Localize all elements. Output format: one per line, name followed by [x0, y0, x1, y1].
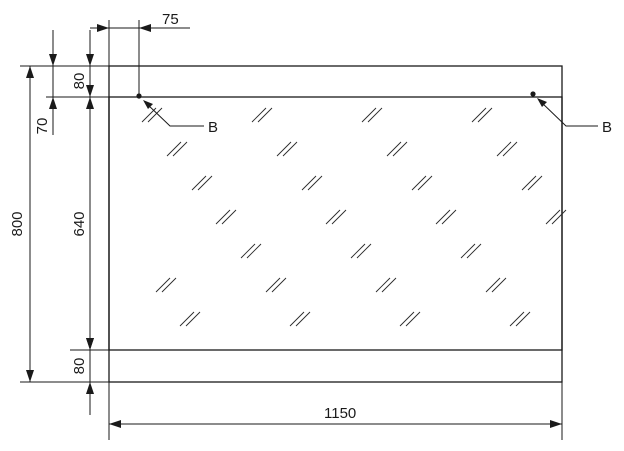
hatch-stroke — [411, 175, 427, 191]
hatch-stroke — [289, 311, 305, 327]
hatch-stroke — [166, 141, 182, 157]
hatch-stroke — [240, 243, 256, 259]
dim-offset-horizontal: 75 — [162, 11, 179, 28]
hatch-stroke — [282, 141, 298, 157]
hatch-stroke — [435, 209, 451, 225]
hatch-stroke — [197, 175, 213, 191]
hatch-stroke — [185, 311, 201, 327]
hatch-stroke — [399, 311, 415, 327]
hatch-stroke — [265, 277, 281, 293]
hatch-stroke — [386, 141, 402, 157]
hatch-stroke — [325, 209, 341, 225]
hatch-stroke — [179, 311, 195, 327]
hatch-stroke — [361, 107, 377, 123]
hatch-stroke — [466, 243, 482, 259]
hatch-stroke — [515, 311, 531, 327]
hatch-stroke — [551, 209, 567, 225]
hatch-stroke — [485, 277, 501, 293]
callout-label-right: B — [602, 119, 612, 136]
hatch-stroke — [417, 175, 433, 191]
hatch-stroke — [477, 107, 493, 123]
hatch-stroke — [246, 243, 262, 259]
hatch-stroke — [215, 209, 231, 225]
hatch-stroke — [161, 277, 177, 293]
glass-pane — [108, 96, 563, 351]
dim-top-band: 80 — [71, 73, 88, 90]
hatch-stroke — [471, 107, 487, 123]
hatch-stroke — [356, 243, 372, 259]
hatch-stroke — [521, 175, 537, 191]
hatch-stroke — [221, 209, 237, 225]
callout-leaders — [136, 91, 598, 127]
hatch-stroke — [367, 107, 383, 123]
dim-total-height: 800 — [9, 211, 26, 236]
hatch-stroke — [307, 175, 323, 191]
hatch-stroke — [271, 277, 287, 293]
hatch-stroke — [350, 243, 366, 259]
hatch-stroke — [295, 311, 311, 327]
hatch-stroke — [460, 243, 476, 259]
hatch-stroke — [375, 277, 391, 293]
hatch-stroke — [155, 277, 171, 293]
glass-hatch-pattern — [141, 107, 567, 327]
hatch-stroke — [381, 277, 397, 293]
dimension-lines — [29, 27, 562, 425]
dim-bottom-band: 80 — [71, 358, 88, 375]
hatch-stroke — [191, 175, 207, 191]
hatch-stroke — [301, 175, 317, 191]
hatch-stroke — [392, 141, 408, 157]
extension-lines — [20, 20, 563, 440]
hatch-stroke — [405, 311, 421, 327]
hatch-stroke — [441, 209, 457, 225]
hatch-stroke — [147, 107, 163, 123]
dim-offset-vertical: 70 — [34, 118, 51, 135]
outer-frame — [108, 65, 563, 383]
hatch-stroke — [491, 277, 507, 293]
hatch-stroke — [276, 141, 292, 157]
hatch-stroke — [172, 141, 188, 157]
hatch-stroke — [251, 107, 267, 123]
dim-glass-height: 640 — [71, 211, 88, 236]
callout-label-left: B — [208, 119, 218, 136]
hatch-stroke — [331, 209, 347, 225]
hatch-stroke — [527, 175, 543, 191]
mounting-point-right — [530, 91, 536, 97]
dim-total-width: 1150 — [324, 405, 356, 422]
hatch-stroke — [509, 311, 525, 327]
arrowheads — [26, 24, 562, 428]
hatch-stroke — [496, 141, 512, 157]
hatch-stroke — [257, 107, 273, 123]
hatch-stroke — [502, 141, 518, 157]
hatch-stroke — [545, 209, 561, 225]
mounting-point-left — [136, 93, 142, 99]
